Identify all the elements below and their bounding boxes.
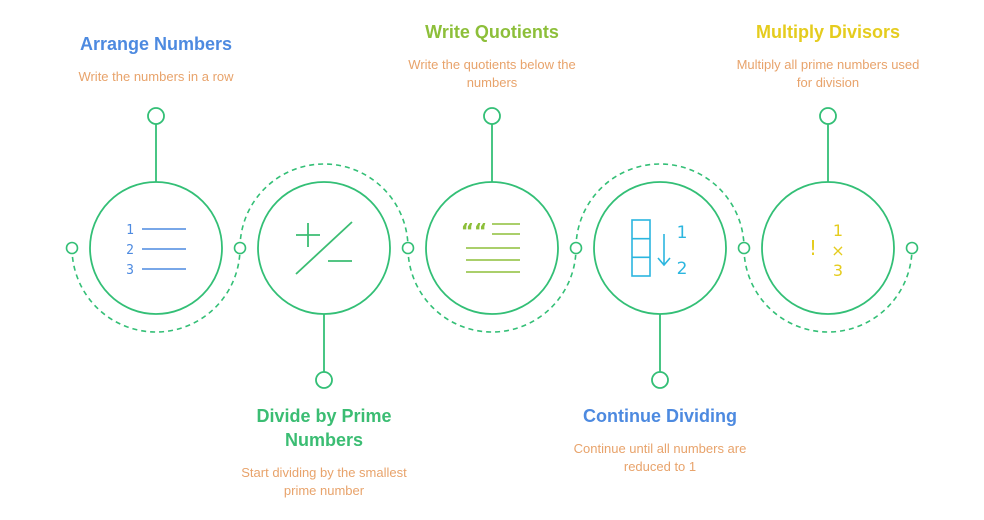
junction-dots <box>65 241 919 255</box>
step-2-title: Divide by Prime Numbers <box>256 406 392 450</box>
exclamation-mark: ! <box>809 236 817 260</box>
junction-dot <box>905 241 919 255</box>
dashed-arc-3 <box>407 247 577 333</box>
junction-dot <box>737 241 751 255</box>
stem-end-dots <box>147 107 837 389</box>
step-4-title: Continue Dividing <box>583 406 737 426</box>
step-1-title: Arrange Numbers <box>79 34 233 54</box>
step-circle-1 <box>89 181 223 315</box>
step-5-title: Multiply Divisors <box>755 22 901 42</box>
stem-end-dot-5 <box>819 107 837 125</box>
dashed-arc-2 <box>239 163 409 249</box>
multiply-icon: ! 1 × 3 <box>809 221 845 280</box>
junction-dot <box>401 241 415 255</box>
step-5-description: Multiply all prime numbers used for divi… <box>736 57 920 90</box>
dashed-arc-5 <box>743 247 913 333</box>
quote-mark: ““ <box>461 219 487 243</box>
step-4-description: Continue until all numbers are reduced t… <box>573 441 747 474</box>
dashed-arc-4 <box>575 163 745 249</box>
step-4-label: Continue Dividing Continue until all num… <box>540 404 780 476</box>
numbered-list-icon: 1 2 3 <box>126 223 186 278</box>
dashed-arc-1 <box>71 247 241 333</box>
list-number-1: 1 <box>126 223 134 238</box>
multiply-number-1: 1 <box>833 221 843 240</box>
list-number-2: 2 <box>126 243 134 258</box>
step-5-label: Multiply Divisors Multiply all prime num… <box>708 20 948 92</box>
list-number-3: 3 <box>126 263 134 278</box>
step-2-label: Divide by Prime Numbers Start dividing b… <box>204 404 444 500</box>
stem-end-dot-3 <box>483 107 501 125</box>
sort-down-icon: 1 2 <box>631 219 688 279</box>
plus-divide-icon <box>295 221 353 275</box>
slash-line <box>295 221 353 275</box>
junction-dot <box>65 241 79 255</box>
step-3-title: Write Quotients <box>425 22 559 42</box>
step-3-label: Write Quotients Write the quotients belo… <box>372 20 612 92</box>
stems <box>155 124 829 372</box>
stem-end-dot-4 <box>651 371 669 389</box>
step-1-description: Write the numbers in a row <box>78 69 234 84</box>
stem-end-dot-1 <box>147 107 165 125</box>
stem-end-dot-2 <box>315 371 333 389</box>
multiply-number-3: 3 <box>833 261 843 280</box>
quote-text-icon: ““ <box>461 219 520 273</box>
step-circle-5 <box>761 181 895 315</box>
sort-number-2: 2 <box>677 259 688 279</box>
step-1-label: Arrange Numbers Write the numbers in a r… <box>36 32 276 86</box>
junction-dot <box>569 241 583 255</box>
step-3-description: Write the quotients below the numbers <box>408 57 576 90</box>
step-2-description: Start dividing by the smallest prime num… <box>241 465 407 498</box>
junction-dot <box>233 241 247 255</box>
stack-box <box>631 219 651 277</box>
multiply-sign: × <box>831 241 844 260</box>
sort-number-1: 1 <box>677 223 688 243</box>
step-circle-4 <box>593 181 727 315</box>
dashed-connector-arcs <box>71 163 913 333</box>
arrow-head <box>657 257 671 267</box>
